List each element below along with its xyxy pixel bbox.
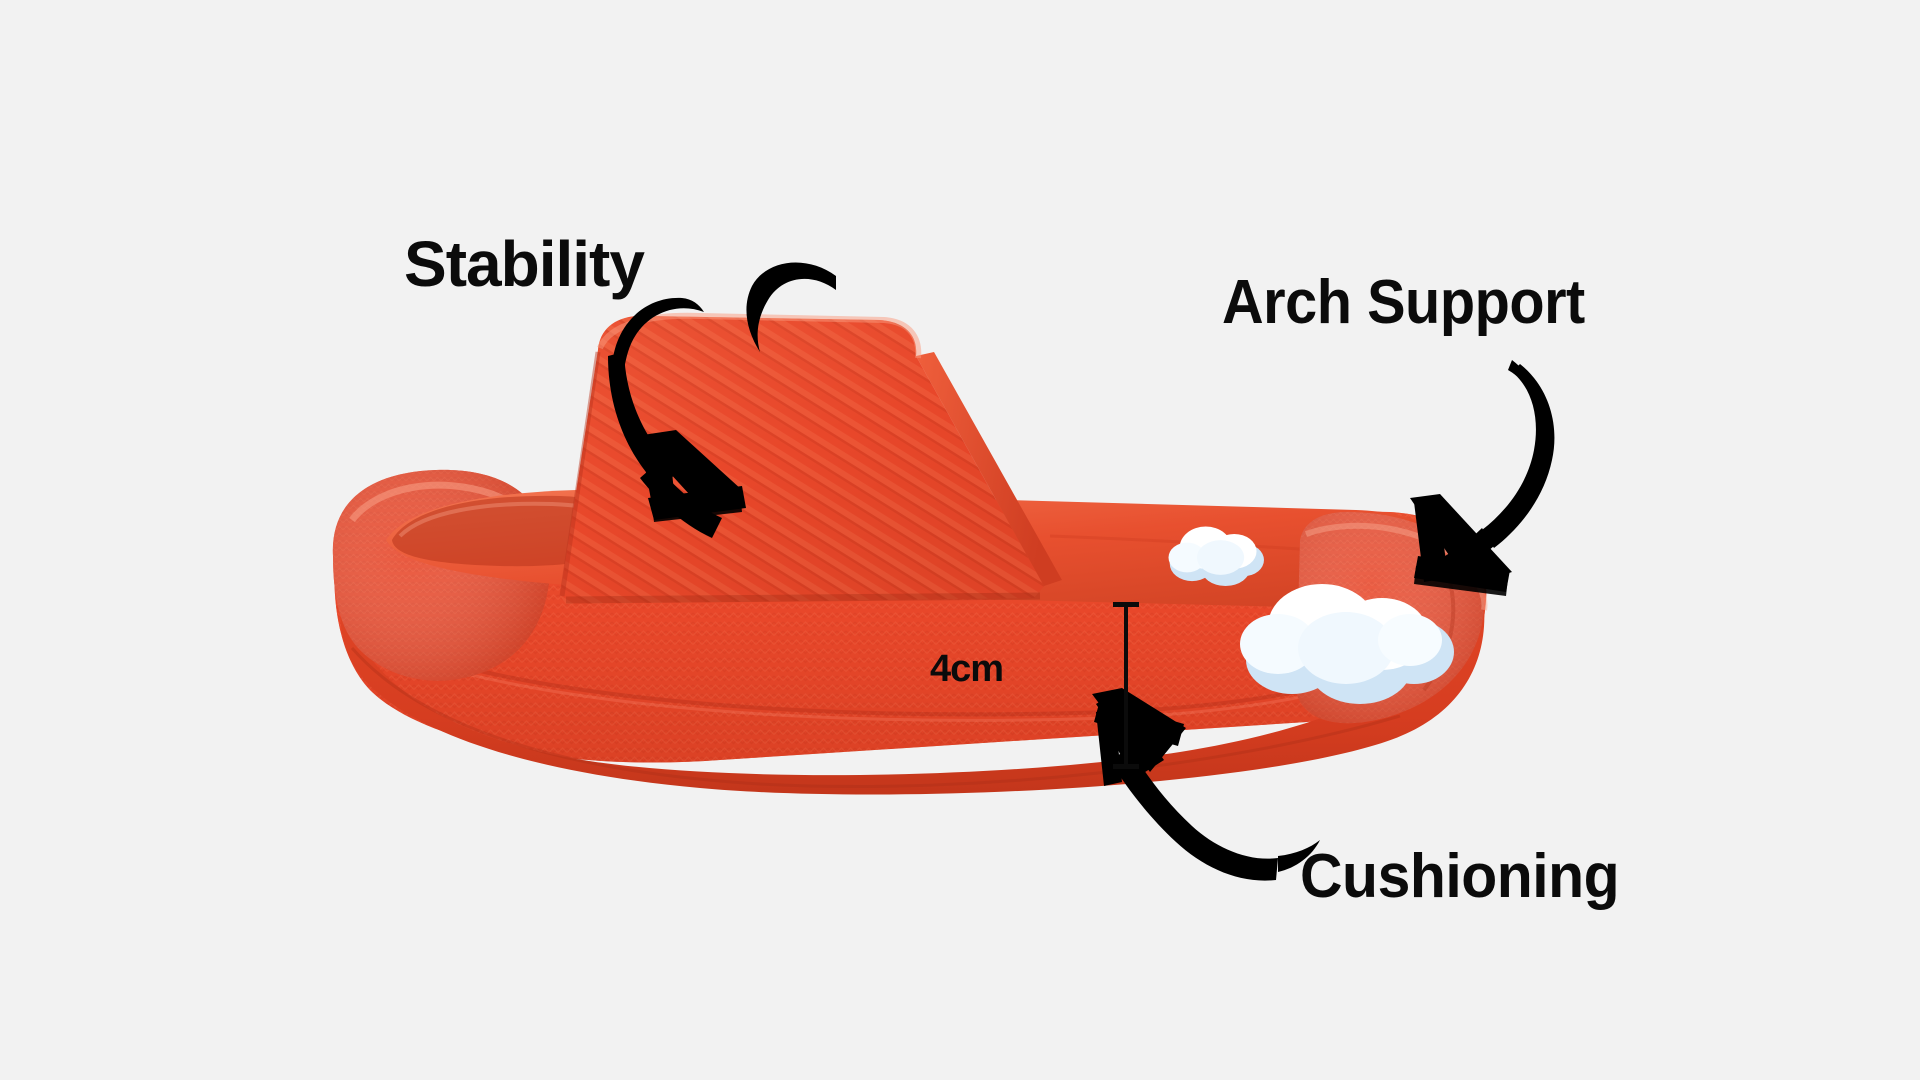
stability-arrow-icon bbox=[608, 262, 836, 538]
annotation-label-cushioning: Cushioning bbox=[1300, 842, 1620, 911]
sandal-outsole bbox=[340, 600, 1485, 795]
dimension-cap-bottom bbox=[1113, 764, 1139, 769]
cloud-emoji-small bbox=[1168, 526, 1264, 587]
annotation-label-stability: Stability bbox=[404, 228, 645, 300]
sandal-strap bbox=[559, 312, 1062, 604]
dimension-line bbox=[1124, 604, 1128, 766]
measurement-value-label: 4cm bbox=[930, 648, 1004, 690]
arch-support-arrow-icon bbox=[1410, 360, 1555, 596]
annotation-label-arch-support: Arch Support bbox=[1222, 268, 1585, 337]
cloud-emoji-large bbox=[1240, 584, 1454, 704]
